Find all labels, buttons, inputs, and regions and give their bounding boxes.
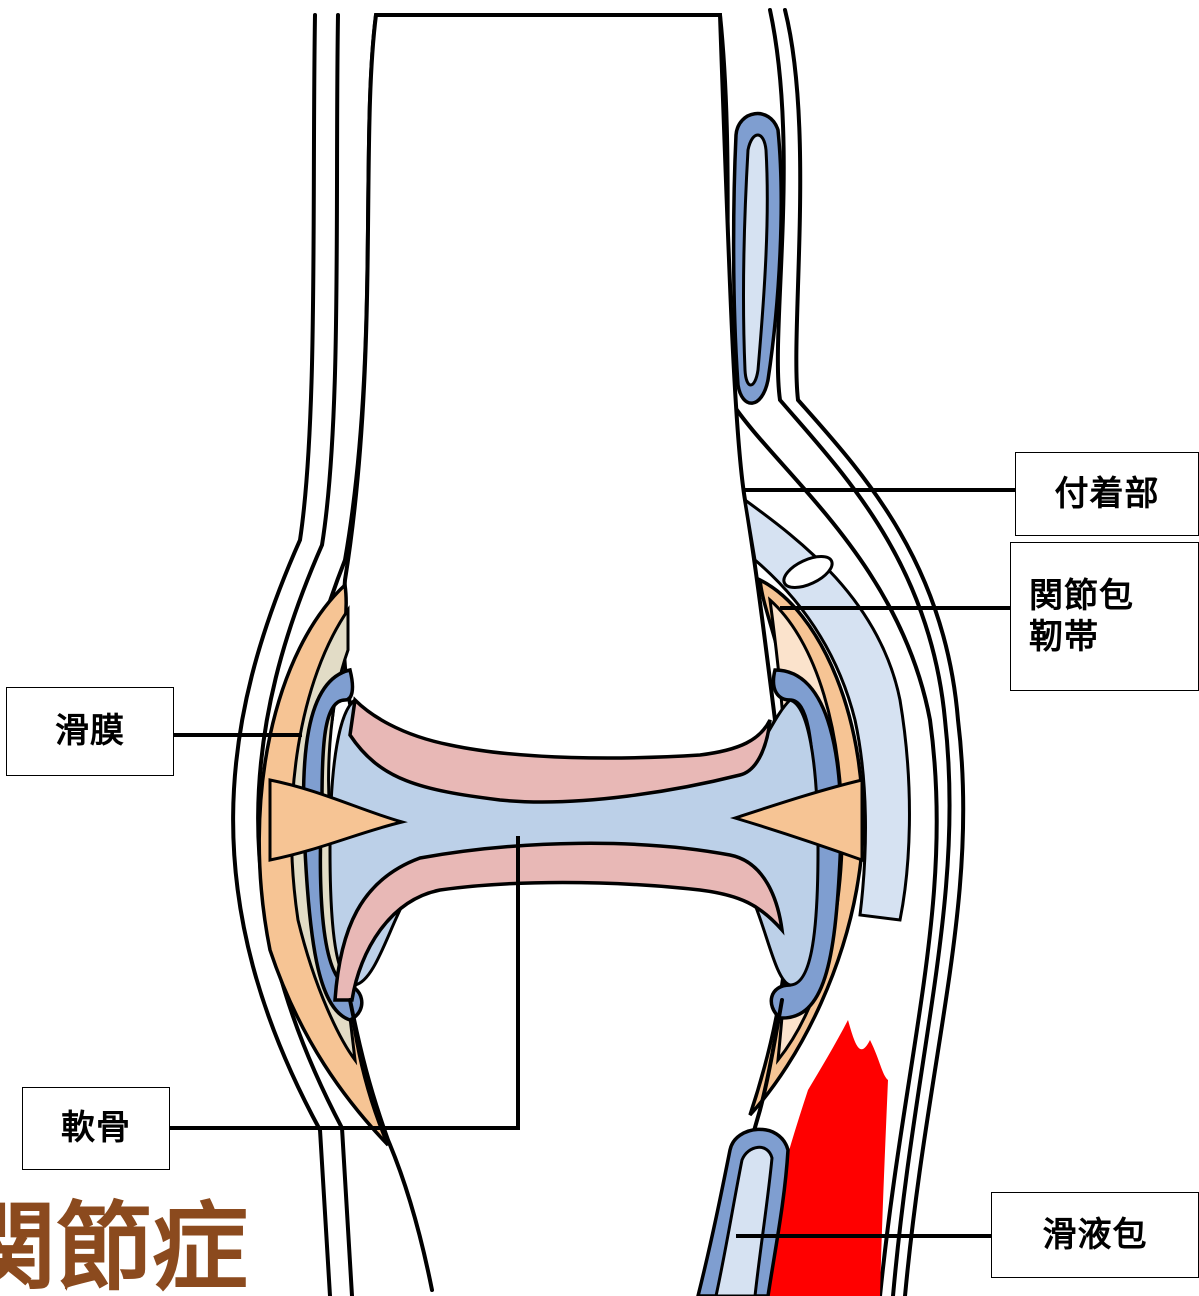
label-synovium-text: 滑膜 [55,711,125,752]
label-synovium: 滑膜 [6,687,174,776]
upper-bone-outline [343,15,775,770]
title-fragment: 関節症 [0,1200,248,1296]
label-ligament-text: 靭帯 [1029,617,1099,658]
label-capsule-ligament: 関節包 靭帯 [1010,542,1199,691]
label-bursa: 滑液包 [991,1192,1199,1278]
label-attachment-text: 付着部 [1055,474,1160,515]
label-cartilage-text: 軟骨 [61,1108,131,1149]
label-bursa-text: 滑液包 [1043,1215,1148,1256]
lower-bone-outline [350,1000,432,1290]
label-attachment: 付着部 [1015,452,1199,536]
label-capsule-text: 関節包 [1029,576,1134,617]
label-cartilage: 軟骨 [22,1087,170,1170]
cartilage-lower [335,843,782,1000]
